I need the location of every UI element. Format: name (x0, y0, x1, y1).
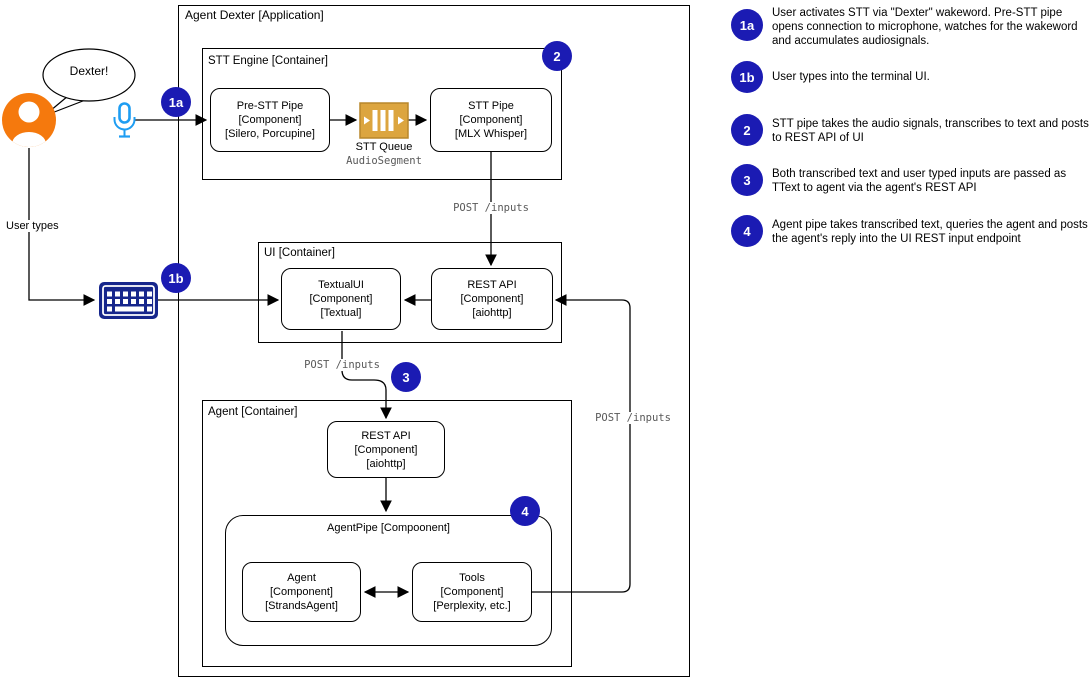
node-pre-stt-pipe: Pre-STT Pipe [Component] [Silero, Porcup… (210, 88, 330, 152)
audio-segment-label: AudioSegment (346, 155, 422, 167)
node-line: Tools (459, 572, 485, 584)
step-badge-1b: 1b (161, 263, 191, 293)
node-line: [StrandsAgent] (265, 600, 338, 612)
agent-pipe-type: [Compoonent] (380, 522, 450, 534)
node-line: REST API (467, 279, 517, 291)
node-line: [Textual] (320, 307, 362, 319)
stt-queue-label: STT Queue (355, 141, 413, 153)
node-line: [Component] (440, 586, 504, 598)
agent-pipe-name: AgentPipe (327, 522, 378, 534)
legend-text-2: STT pipe takes the audio signals, transc… (772, 118, 1089, 144)
node-agent-rest-api: REST API [Component] [aiohttp] (327, 421, 445, 478)
legend-badge-4: 4 (731, 215, 763, 247)
edge-textualui-to-agentrest (341, 331, 392, 420)
stt-engine-title: STT Engine [Container] (208, 55, 328, 67)
node-line: [Component] (238, 114, 302, 126)
step-badge-3: 3 (391, 362, 421, 392)
node-line: Pre-STT Pipe (236, 100, 304, 112)
post-inputs-label-stt-ui: POST /inputs (446, 202, 536, 214)
node-line: [Component] (309, 293, 373, 305)
post-inputs-label-ui-agent: POST /inputs (300, 359, 384, 371)
speech-bubble-text: Dexter! (69, 64, 109, 78)
app-title: Agent Dexter [Application] (185, 8, 324, 22)
legend-badge-3: 3 (731, 164, 763, 196)
queue-icon (359, 102, 409, 139)
app-container (178, 5, 690, 677)
step-badge-1a: 1a (161, 87, 191, 117)
microphone-icon (113, 102, 136, 138)
node-line: [Component] (460, 293, 524, 305)
legend-text-1b: User types into the terminal UI. (772, 71, 930, 83)
step-badge-4: 4 (510, 496, 540, 526)
person-icon (2, 93, 56, 147)
node-line: [Component] (459, 114, 523, 126)
node-line: [Component] (270, 586, 333, 598)
node-line: [MLX Whisper] (454, 128, 528, 140)
legend-badge-1a: 1a (731, 9, 763, 41)
node-line: [Component] (354, 443, 418, 456)
keyboard-icon (99, 282, 158, 319)
legend-text-3: Both transcribed text and user typed inp… (772, 168, 1067, 194)
node-stt-pipe: STT Pipe [Component] [MLX Whisper] (430, 88, 552, 152)
legend-badge-2: 2 (731, 114, 763, 146)
node-line: TextualUI (318, 279, 364, 291)
ui-container-title: UI [Container] (264, 247, 335, 259)
node-agent: Agent [Component] [StrandsAgent] (242, 562, 361, 622)
post-inputs-label-agent-ui: POST /inputs (591, 412, 675, 424)
legend-text-1a: User activates STT via "Dexter" wakeword… (772, 7, 1078, 47)
node-line: [aiohttp] (366, 457, 406, 470)
node-textual-ui: TextualUI [Component] [Textual] (281, 268, 401, 330)
step-badge-2: 2 (542, 41, 572, 71)
node-ui-rest-api: REST API [Component] [aiohttp] (431, 268, 553, 330)
edge-user-to-keyboard (28, 148, 96, 306)
speech-bubble (42, 48, 136, 117)
node-line: [Silero, Porcupine] (225, 128, 315, 140)
legend-text-4: Agent pipe takes transcribed text, queri… (772, 219, 1088, 245)
connectors (28, 114, 631, 598)
agent-pipe-title: AgentPipe [Compoonent] (225, 521, 552, 535)
edge-tools-to-uirest (532, 294, 631, 593)
user-types-label: User types (4, 220, 61, 232)
node-line: [Perplexity, etc.] (433, 600, 511, 612)
node-line: [aiohttp] (472, 307, 512, 319)
node-tools: Tools [Component] [Perplexity, etc.] (412, 562, 532, 622)
node-line: Agent (287, 572, 316, 584)
agent-container-title: Agent [Container] (208, 406, 298, 418)
stt-engine-container (202, 48, 562, 180)
node-line: STT Pipe (468, 100, 514, 112)
agent-pipe-group (225, 515, 552, 646)
agent-container (202, 400, 572, 667)
ui-container (258, 242, 562, 343)
node-line: REST API (361, 429, 411, 442)
legend-badge-1b: 1b (731, 61, 763, 93)
